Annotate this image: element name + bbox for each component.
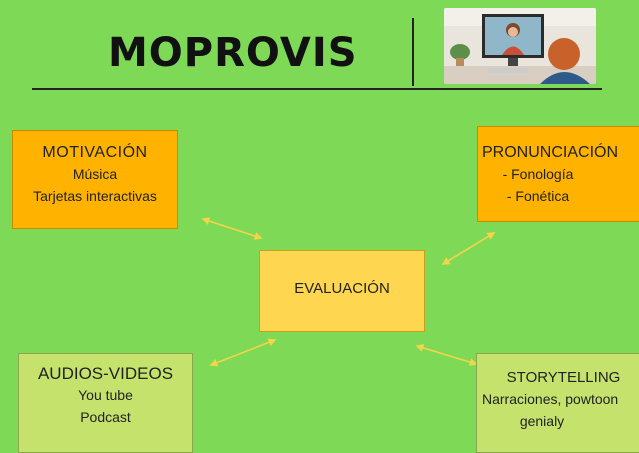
- node-audios-videos-line: Podcast: [80, 409, 131, 425]
- node-storytelling-line: genialy: [519, 413, 565, 429]
- diagram-title: MOPROVIS: [108, 30, 358, 76]
- node-storytelling-title: STORYTELLING: [506, 369, 621, 386]
- title-divider-vertical: [412, 18, 414, 86]
- node-evaluacion-title: EVALUACIÓN: [294, 280, 390, 297]
- node-motivacion: MOTIVACIÓN Música Tarjetas interactivas: [12, 130, 178, 229]
- node-pronunciacion-line: - Fonología: [502, 166, 574, 182]
- title-underline: [32, 88, 602, 90]
- node-audios-videos-title: AUDIOS-VIDEOS: [37, 364, 174, 383]
- arrow-audios-evaluacion: [209, 338, 277, 367]
- node-evaluacion: EVALUACIÓN: [259, 250, 425, 332]
- node-audios-videos: AUDIOS-VIDEOS You tube Podcast: [18, 353, 193, 453]
- node-pronunciacion: PRONUNCIACIÓN - Fonología - Fonética: [477, 126, 639, 222]
- arrow-motivacion-evaluacion: [201, 217, 263, 240]
- arrow-pronunciacion-evaluacion: [441, 232, 496, 265]
- node-storytelling: STORYTELLING Narraciones, powtoon genial…: [476, 353, 639, 453]
- node-motivacion-line: Música: [72, 166, 118, 182]
- node-motivacion-title: MOTIVACIÓN: [42, 144, 148, 161]
- video-call-photo: [444, 8, 596, 84]
- arrow-storytelling-evaluacion: [415, 344, 478, 366]
- node-motivacion-line: Tarjetas interactivas: [33, 188, 157, 204]
- node-pronunciacion-title: PRONUNCIACIÓN: [482, 144, 619, 161]
- node-storytelling-line: Narraciones, powtoon: [482, 391, 619, 407]
- node-pronunciacion-line: - Fonética: [506, 188, 570, 204]
- node-audios-videos-line: You tube: [78, 387, 133, 403]
